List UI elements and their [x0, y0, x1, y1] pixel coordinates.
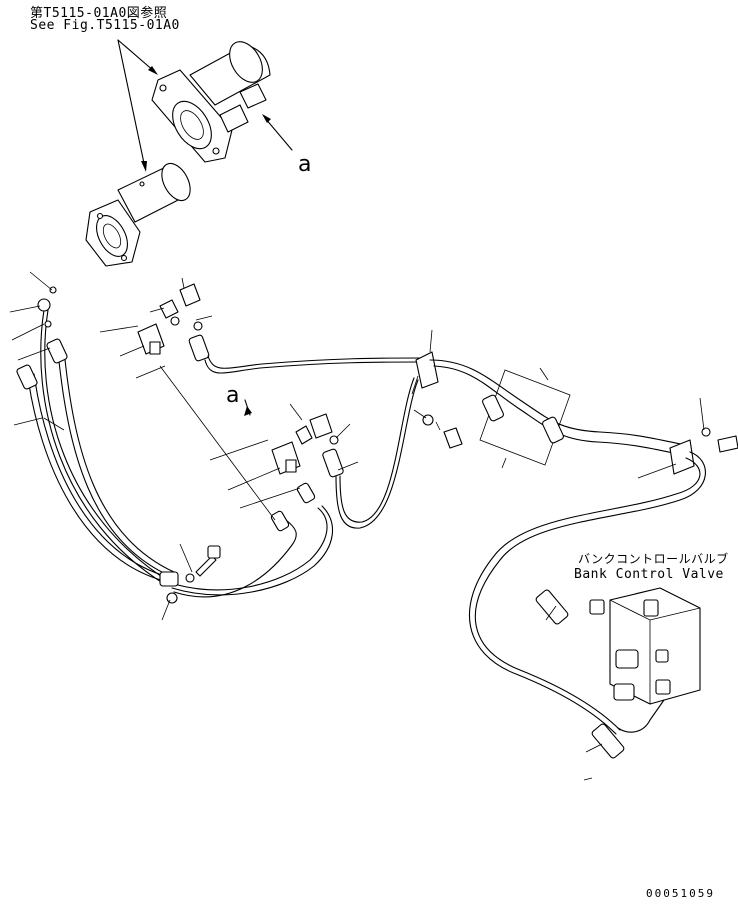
bank-control-valve-label-jp: バンクコントロールバルブ [578, 552, 729, 566]
right-clamp [469, 427, 738, 735]
drawing-number: 00051059 [646, 887, 715, 900]
leader-lines [9, 271, 705, 781]
bank-control-valve-body [535, 587, 701, 759]
block-clamp [479, 369, 571, 466]
upper-motor-unit [151, 41, 271, 163]
section-label-a-mid: a [226, 383, 240, 408]
middle-fittings [270, 377, 419, 532]
upper-fittings [137, 283, 421, 374]
lower-motor-unit [85, 162, 191, 267]
clamp-bolt-left [185, 545, 221, 583]
left-hoses [16, 286, 334, 604]
reference-note-jp: 第T5115-01A0図参照 [30, 6, 168, 21]
bank-control-valve-label-en: Bank Control Valve [574, 567, 724, 582]
reference-note-en: See Fig.T5115-01A0 [30, 18, 180, 33]
center-clamp [415, 351, 691, 457]
hose-clamp-left [159, 571, 179, 587]
reference-arrows [117, 39, 293, 416]
section-label-a-top: a [298, 152, 312, 177]
